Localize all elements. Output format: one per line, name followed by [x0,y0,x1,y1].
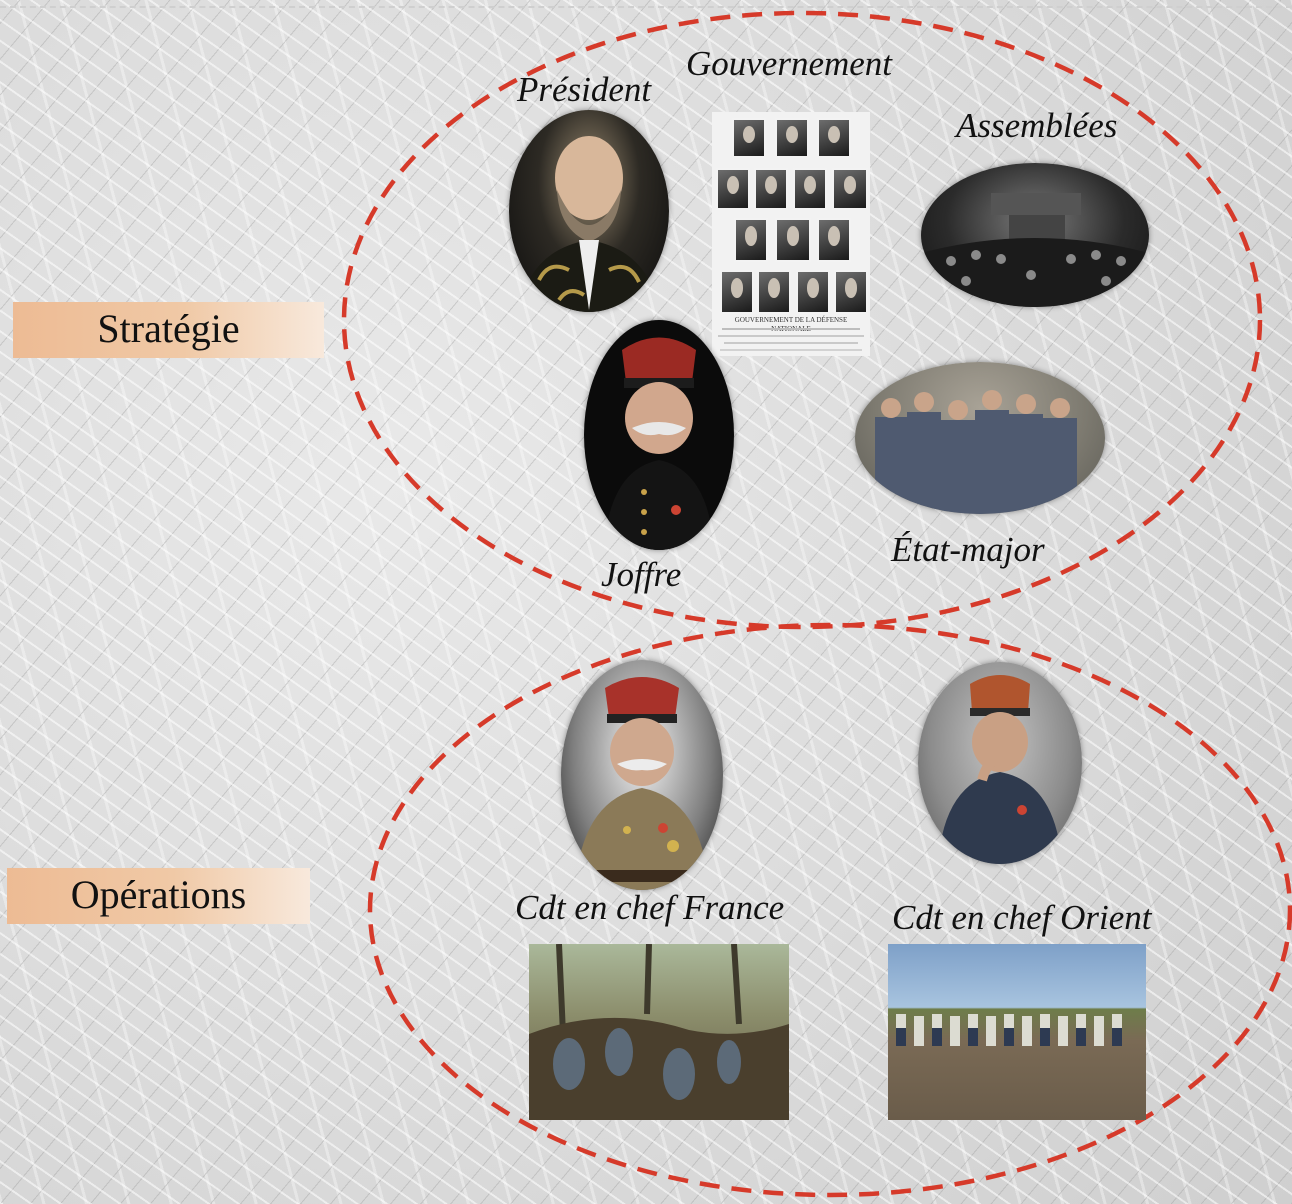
president-figure [519,136,659,312]
joffre-portrait [584,320,734,550]
assemblees-caption: Assemblées [956,106,1118,145]
strategie-zone-outline [341,10,1263,630]
assemblees-photo [921,163,1149,307]
cdt-orient-figure [938,675,1062,864]
front-france-scene [529,944,789,1120]
gouvernement-caption: Gouvernement [686,44,893,83]
top-dashed-rule [0,6,1292,8]
front-orient-scene [896,1014,1122,1046]
front-orient-photo [888,944,1146,1120]
gouvernement-photo-title: GOUVERNEMENT DE LA DÉFENSE NATIONALE [734,316,848,333]
cdt-orient-caption: Cdt en chef Orient [892,898,1152,937]
strategie-label: Stratégie [13,302,324,358]
etat-major-caption: État-major [891,530,1045,569]
etat-major-photo [855,362,1105,514]
cdt-france-portrait [561,660,723,890]
cdt-orient-portrait [918,662,1082,864]
assemblees-scene [921,193,1149,307]
president-caption: Président [517,70,652,109]
joffre-figure [604,337,714,550]
cdt-france-caption: Cdt en chef France [515,888,785,927]
president-portrait [509,110,669,312]
operations-zone-outline [367,622,1292,1198]
operations-label: Opérations [7,868,310,924]
gouvernement-photo: GOUVERNEMENT DE LA DÉFENSE NATIONALE [712,112,870,356]
etat-major-group [875,390,1077,514]
joffre-caption: Joffre [601,555,682,594]
cdt-france-figure [575,677,709,890]
front-france-photo [529,944,789,1120]
